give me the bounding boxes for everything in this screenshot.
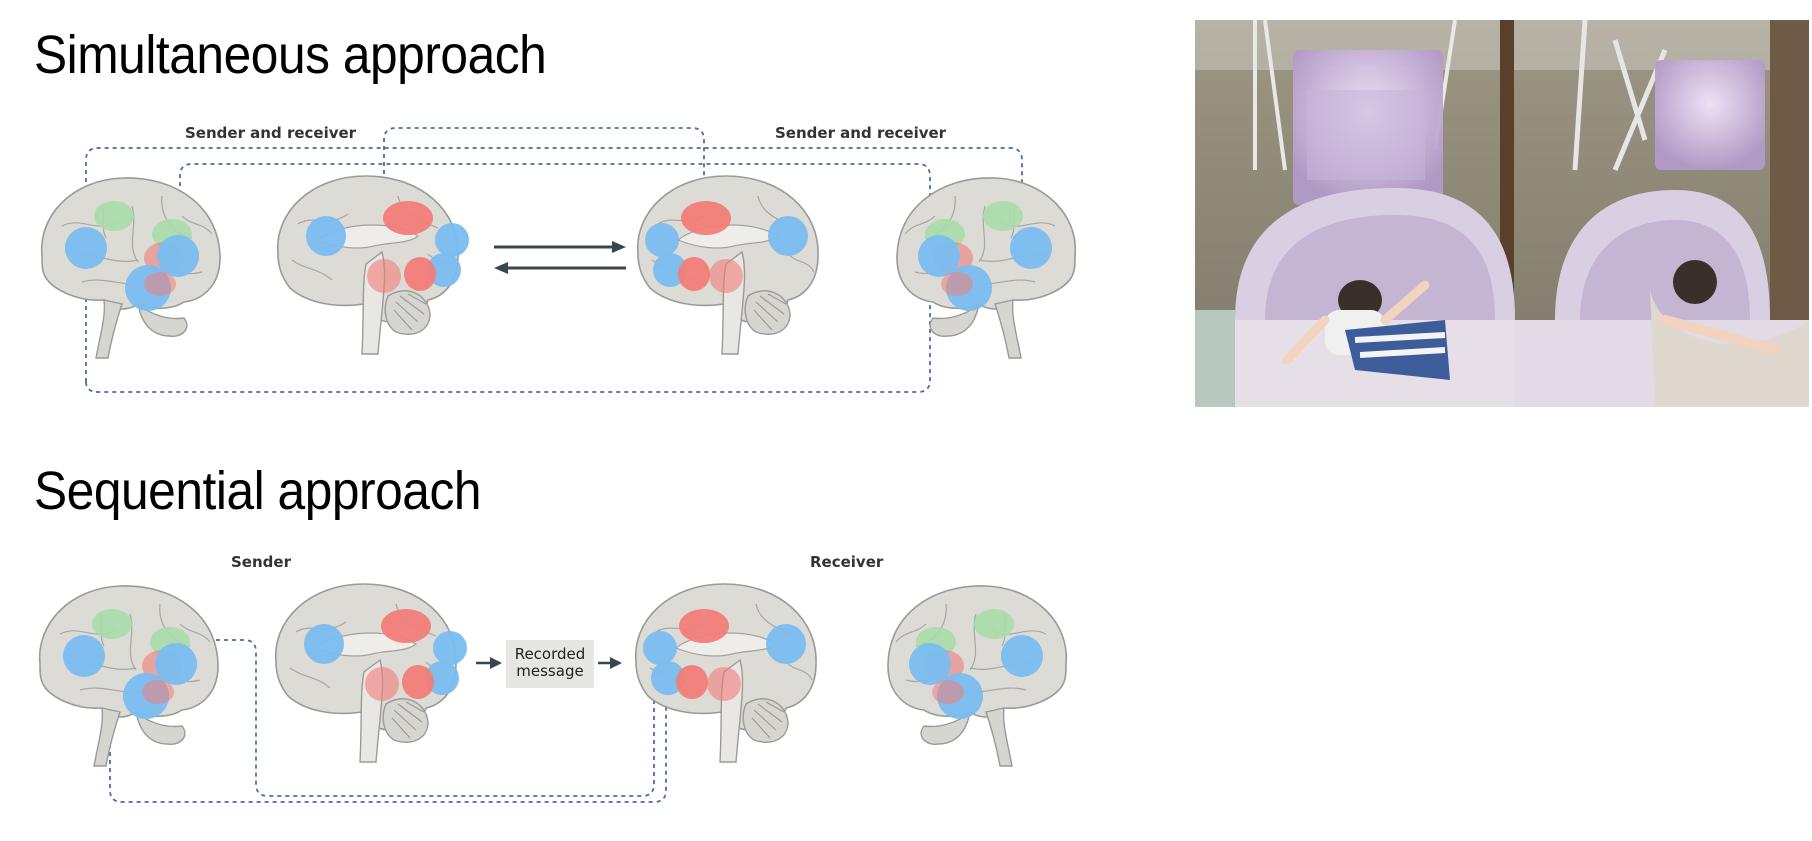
brain-lateral-receiver <box>896 177 1077 359</box>
brain-lateral-receiver-sequential <box>887 585 1068 767</box>
dashed-connector <box>109 640 667 803</box>
simultaneous-approach-heading: Simultaneous approach <box>34 25 547 85</box>
sequential-approach-heading: Sequential approach <box>34 461 482 521</box>
brain-medial-sender-sequential <box>274 583 467 763</box>
label-sender-and-receiver-left: Sender and receiver <box>185 124 357 142</box>
bidirectional-arrows <box>494 241 626 274</box>
brain-medial-receiver-sequential <box>634 583 817 763</box>
label-sender-and-receiver-right: Sender and receiver <box>775 124 947 142</box>
brain-lateral-sender-sequential <box>38 585 219 767</box>
brain-lateral-sender <box>40 177 221 359</box>
dashed-connector <box>383 127 705 270</box>
label-sender: Sender <box>231 553 291 571</box>
brain-medial-receiver <box>636 175 819 355</box>
brain-medial-sender <box>276 175 469 355</box>
sequential-arrows <box>476 657 622 669</box>
label-receiver: Receiver <box>810 553 884 571</box>
dashed-connector <box>85 147 1023 382</box>
infant-scanner-photo-icon <box>1195 20 1809 407</box>
